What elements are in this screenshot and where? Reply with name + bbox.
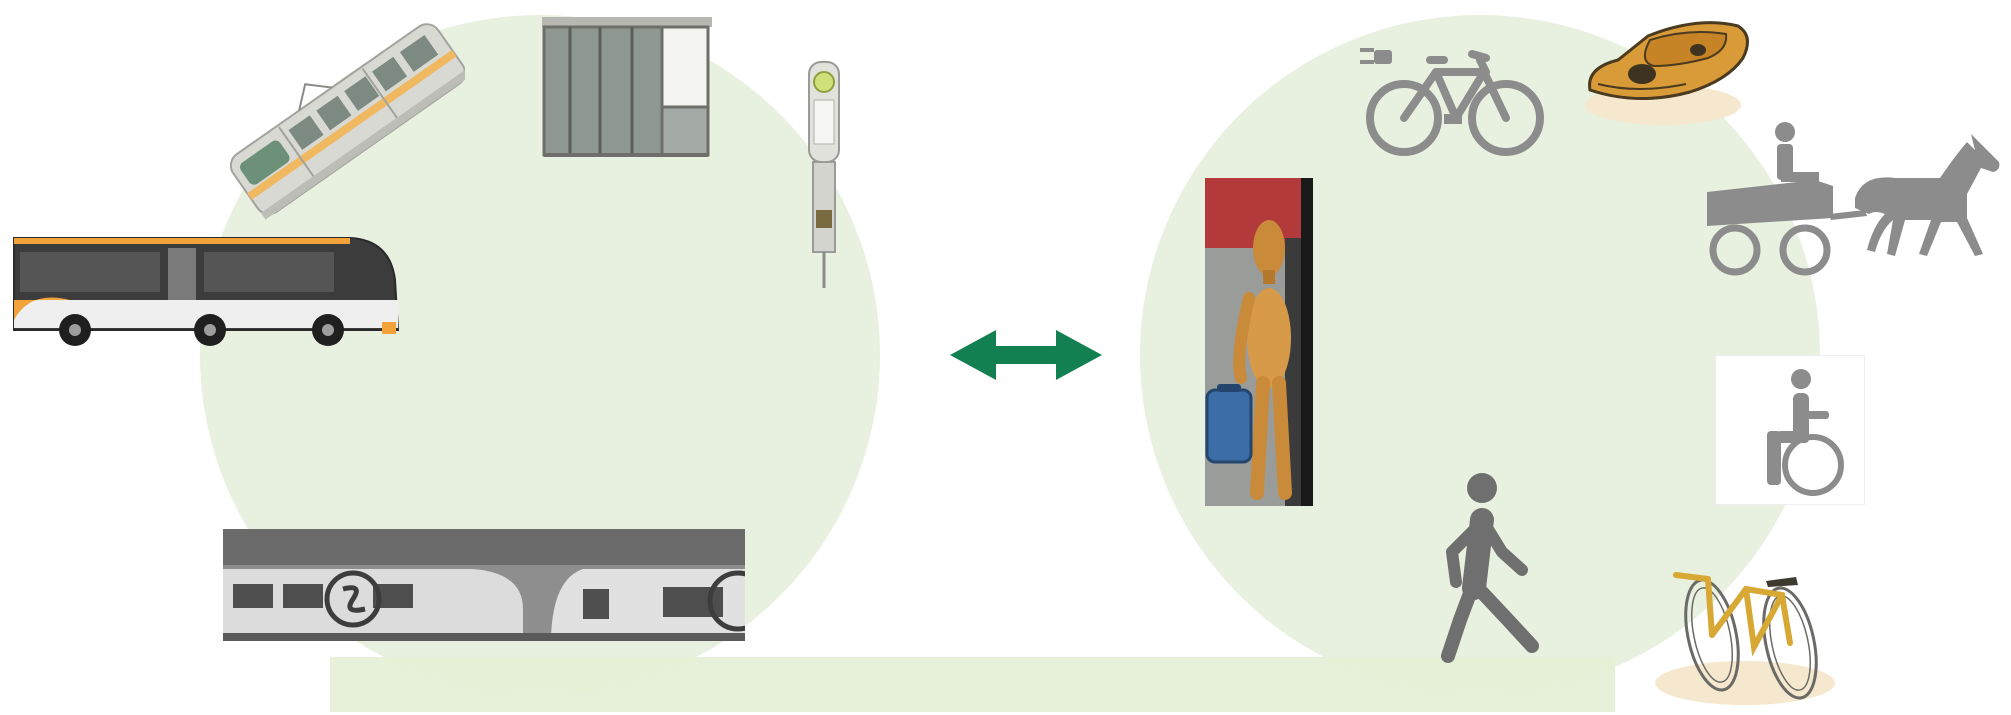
traveler-mannequin-icon [1205,178,1313,506]
articulated-bus-icon [10,230,400,355]
double-headed-arrow-icon [950,330,1102,380]
horse-carriage-icon [1705,122,2005,282]
wheelchair-icon [1715,355,1865,505]
pedestrian-icon [1430,470,1550,665]
tram-icon [225,5,465,220]
bus-stop-sign-icon [805,60,843,290]
bicycle-sketch-icon [1650,555,1840,715]
car-sketch-icon [1578,10,1753,130]
commuter-train-icon [223,529,745,641]
base-bar [330,657,1615,712]
bus-shelter-icon [540,15,715,165]
e-bike-icon [1360,30,1545,160]
